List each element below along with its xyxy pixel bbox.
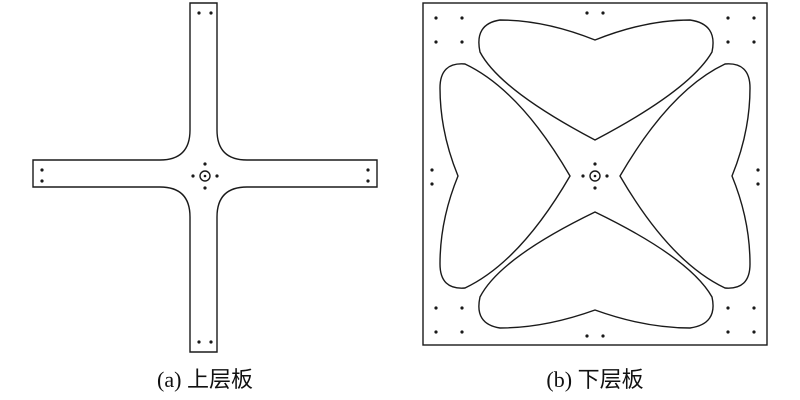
mounting-hole: [434, 16, 438, 20]
mounting-hole: [430, 182, 434, 186]
lower-plate-cutout-bottom: [478, 211, 714, 329]
mounting-hole: [752, 306, 756, 310]
lower-plate-mounting-holes: [430, 11, 760, 338]
mounting-hole: [601, 11, 605, 15]
mounting-hole: [756, 182, 760, 186]
upper-plate-outline: [32, 2, 378, 353]
mounting-hole: [366, 168, 370, 172]
mounting-hole: [434, 40, 438, 44]
mounting-hole: [434, 306, 438, 310]
mounting-hole: [366, 179, 370, 183]
mounting-hole: [585, 334, 589, 338]
upper-plate-center-hole: [199, 170, 211, 182]
upper-plate: [32, 2, 378, 353]
mounting-hole: [434, 330, 438, 334]
mounting-hole: [585, 11, 589, 15]
mounting-hole: [752, 330, 756, 334]
mounting-hole: [601, 334, 605, 338]
mounting-hole: [593, 162, 597, 166]
lower-plate-cutout-right: [619, 63, 751, 289]
mounting-hole: [430, 168, 434, 172]
mounting-hole: [215, 174, 219, 178]
mounting-hole: [726, 40, 730, 44]
mounting-hole: [756, 168, 760, 172]
lower-plate-cutout-left: [439, 63, 571, 289]
caption-upper-plate: (a) 上层板: [157, 367, 253, 392]
mounting-hole: [460, 306, 464, 310]
mounting-hole: [191, 174, 195, 178]
lower-plate-outline: [422, 2, 768, 346]
mounting-hole: [197, 11, 201, 15]
mounting-hole: [726, 330, 730, 334]
mounting-hole: [460, 330, 464, 334]
mounting-hole: [593, 186, 597, 190]
mounting-hole: [752, 16, 756, 20]
mounting-hole: [726, 16, 730, 20]
mounting-hole: [752, 40, 756, 44]
mounting-hole: [40, 179, 44, 183]
mounting-hole: [203, 162, 207, 166]
mounting-hole: [726, 306, 730, 310]
caption-lower-plate: (b) 下层板: [546, 367, 644, 392]
lower-plate-cutout-top: [478, 19, 714, 141]
mounting-hole: [209, 340, 213, 344]
lower-plate-center-hole: [589, 170, 601, 182]
mounting-hole: [460, 40, 464, 44]
mounting-hole: [203, 186, 207, 190]
mounting-hole: [605, 174, 609, 178]
lower-plate: [422, 2, 768, 346]
mounting-hole: [209, 11, 213, 15]
mounting-hole: [460, 16, 464, 20]
mounting-hole: [581, 174, 585, 178]
mounting-hole: [197, 340, 201, 344]
mounting-hole: [40, 168, 44, 172]
upper-plate-mounting-holes: [40, 11, 370, 344]
